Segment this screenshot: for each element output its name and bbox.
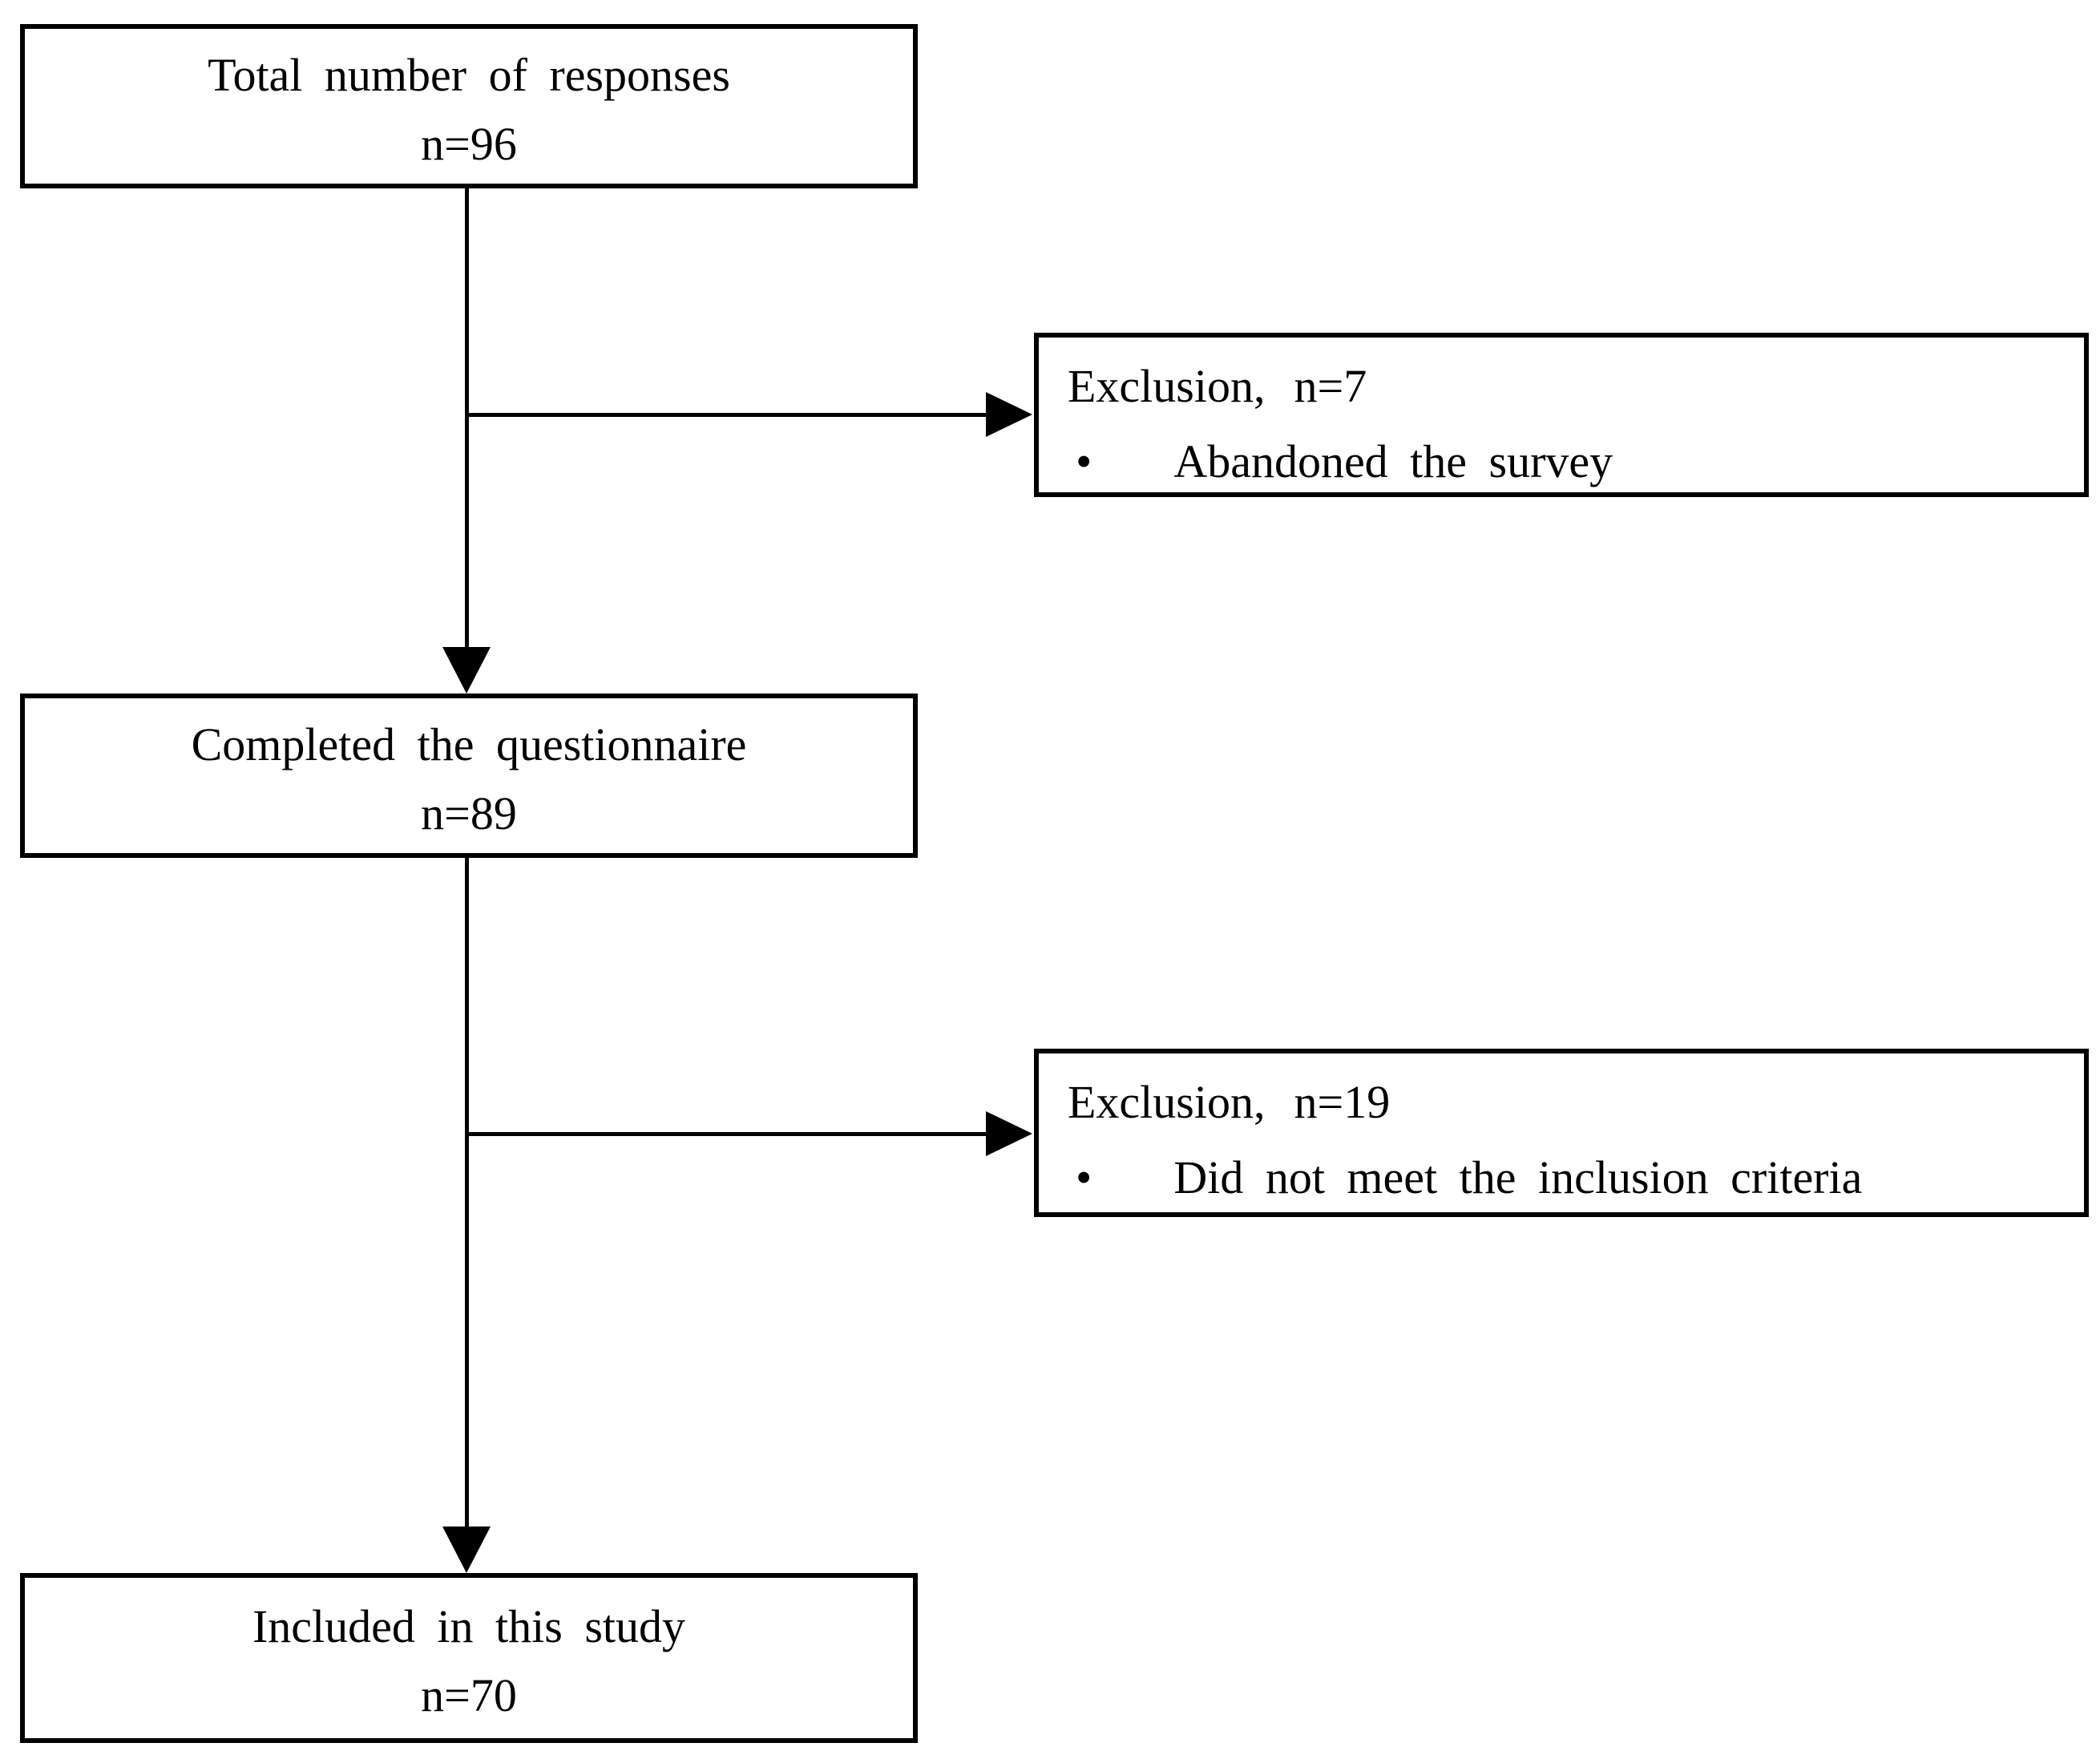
node-completed-count: n=89 xyxy=(421,787,517,839)
node-included-in-study: Included in this study n=70 xyxy=(20,1573,918,1743)
connector-total-to-completed xyxy=(465,186,469,649)
exclusion-1-title: Exclusion, xyxy=(1068,360,1266,412)
exclusion-1-title-row: Exclusion, n=7 xyxy=(1068,358,2068,414)
node-completed-questionnaire: Completed the questionnaire n=89 xyxy=(20,694,918,858)
exclusion-1-count: n=7 xyxy=(1294,360,1367,412)
node-total-responses: Total number of responses n=96 xyxy=(20,24,918,188)
arrow-right-icon xyxy=(986,392,1032,437)
connector-branch-to-exclusion1 xyxy=(466,413,987,417)
exclusion-2-title-row: Exclusion, n=19 xyxy=(1068,1074,2068,1130)
connector-completed-to-included xyxy=(465,856,469,1530)
node-total-responses-label: Total number of responses xyxy=(208,48,730,101)
bullet-icon: • xyxy=(1076,435,1092,487)
exclusion-2-reason: Did not meet the inclusion criteria xyxy=(1173,1150,1863,1203)
exclusion-1-bullet-row: • Abandoned the survey xyxy=(1068,434,2068,490)
connector-branch-to-exclusion2 xyxy=(466,1132,987,1136)
node-total-responses-count: n=96 xyxy=(421,117,517,170)
node-included-label: Included in this study xyxy=(252,1600,685,1653)
bullet-icon: • xyxy=(1076,1150,1092,1203)
exclusion-2-count: n=19 xyxy=(1294,1076,1391,1128)
node-exclusion-2: Exclusion, n=19 • Did not meet the inclus… xyxy=(1034,1049,2089,1217)
node-included-count: n=70 xyxy=(421,1669,517,1721)
node-completed-label: Completed the questionnaire xyxy=(191,718,747,770)
arrow-down-icon xyxy=(442,1527,491,1573)
arrow-down-icon xyxy=(442,647,491,694)
exclusion-2-title: Exclusion, xyxy=(1068,1076,1266,1128)
node-exclusion-1: Exclusion, n=7 • Abandoned the survey xyxy=(1034,333,2089,497)
arrow-right-icon xyxy=(986,1111,1032,1156)
exclusion-2-bullet-row: • Did not meet the inclusion criteria xyxy=(1068,1150,2068,1206)
exclusion-1-reason: Abandoned the survey xyxy=(1173,435,1613,487)
